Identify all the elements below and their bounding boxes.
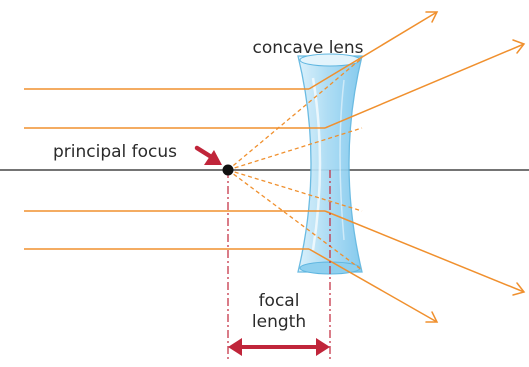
focal-length-arrow — [228, 338, 330, 356]
refracted-ray-4 — [308, 248, 438, 323]
focal-length-label-line2: length — [252, 312, 306, 332]
arrowhead-ray-3 — [512, 282, 526, 296]
arrowhead-ray-2 — [512, 39, 526, 54]
refracted-ray-1 — [308, 11, 438, 90]
principal-focus-dot — [222, 164, 234, 176]
focus-pointer-arrow — [194, 145, 222, 165]
focus-label: principal focus — [53, 142, 177, 162]
refracted-ray-2 — [324, 43, 525, 129]
lens-label: concave lens — [252, 38, 363, 58]
virtual-ray-1 — [227, 57, 363, 171]
lens-highlight — [311, 77, 322, 251]
virtual-ray-2 — [227, 127, 363, 171]
virtual-ray-3 — [227, 169, 363, 212]
focal-length-label-line1: focal — [259, 291, 300, 311]
refracted-ray-3 — [324, 210, 525, 293]
arrowhead-ray-4 — [425, 311, 439, 323]
lens-highlight-right — [339, 79, 345, 241]
arrowhead-ray-1 — [425, 11, 439, 23]
